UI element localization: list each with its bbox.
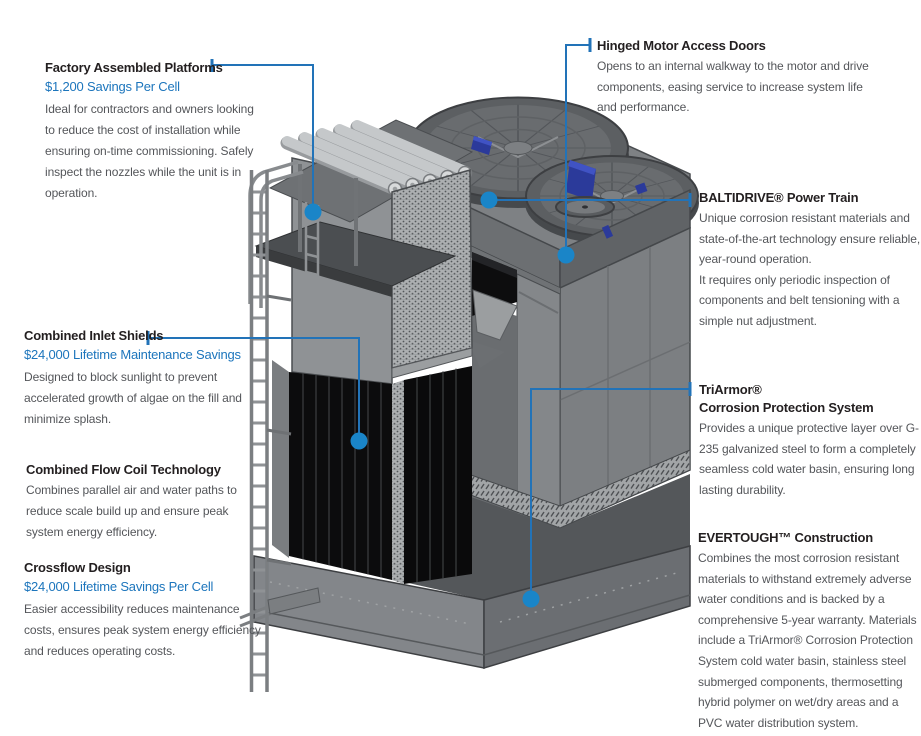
leader-combined-inlet-shields xyxy=(146,331,368,450)
tower-body xyxy=(239,96,699,692)
callout-dot xyxy=(480,191,498,209)
callout-dot xyxy=(522,590,540,608)
callout-savings: $24,000 Lifetime Savings Per Cell xyxy=(24,579,214,594)
fan-motor-icon xyxy=(471,136,492,155)
coil-bundle-icon xyxy=(268,119,474,223)
callout-triarmor-corrosion-protection: TriArmor® Corrosion Protection System Pr… xyxy=(699,381,921,500)
callout-evertough-construction: EVERTOUGH™ Construction Combines the mos… xyxy=(698,529,921,733)
drive-motor-icon xyxy=(555,160,648,218)
callout-body: Combines parallel air and water paths to… xyxy=(26,483,237,539)
fill-media-face xyxy=(391,169,473,379)
left-side-strip xyxy=(272,360,289,558)
basin-base xyxy=(253,545,691,670)
callout-crossflow-design: Crossflow Design $24,000 Lifetime Saving… xyxy=(24,559,266,662)
callout-title-line2: Corrosion Protection System xyxy=(699,400,874,415)
callout-combined-flow-coil-technology: Combined Flow Coil Technology Combines p… xyxy=(26,461,264,543)
callout-title: Combined Inlet Shields xyxy=(24,328,164,343)
callout-title: Factory Assembled Platforms xyxy=(45,60,223,75)
inlet-shield-louvers-icon xyxy=(289,366,472,584)
distribution-box-icon xyxy=(468,252,518,368)
callout-body: Easier accessibility reduces maintenance… xyxy=(24,602,261,658)
basin-floor xyxy=(404,474,690,600)
callout-title: Combined Flow Coil Technology xyxy=(26,462,221,477)
callout-savings: $24,000 Lifetime Maintenance Savings xyxy=(24,347,241,362)
callout-title: Hinged Motor Access Doors xyxy=(597,38,766,53)
callout-factory-assembled-platforms: Factory Assembled Platforms $1,200 Savin… xyxy=(45,59,257,204)
callout-body: Designed to block sunlight to prevent ac… xyxy=(24,370,242,426)
callout-baltidrive-power-train: BALTIDRIVE® Power Train Unique corrosion… xyxy=(699,189,921,332)
callout-title: Crossflow Design xyxy=(24,560,131,575)
leader-factory-assembled-platforms xyxy=(210,59,322,221)
callout-combined-inlet-shields: Combined Inlet Shields $24,000 Lifetime … xyxy=(24,327,262,430)
callout-dot xyxy=(557,246,575,264)
callout-savings: $1,200 Savings Per Cell xyxy=(45,79,180,94)
ladder-icon xyxy=(239,170,321,692)
callout-dot xyxy=(350,432,368,450)
callout-title: EVERTOUGH™ Construction xyxy=(698,530,874,545)
callout-leaders xyxy=(146,38,692,608)
callout-body: Opens to an internal walkway to the moto… xyxy=(597,59,869,115)
callout-title: TriArmor® xyxy=(699,382,762,397)
leader-baltidrive-power-train xyxy=(480,191,692,209)
callout-dot xyxy=(304,203,322,221)
leader-triarmor xyxy=(522,382,692,608)
service-platform-icon xyxy=(248,160,457,308)
callout-body: Ideal for contractors and owners looking… xyxy=(45,102,254,200)
leader-hinged-motor-access-doors xyxy=(557,38,592,264)
callout-body: Unique corrosion resistant materials and… xyxy=(699,211,921,328)
callout-body: Combines the most corrosion resistant ma… xyxy=(698,551,917,730)
callout-title: BALTIDRIVE® Power Train xyxy=(699,190,859,205)
callout-hinged-motor-access-doors: Hinged Motor Access Doors Opens to an in… xyxy=(597,37,879,118)
callout-body: Provides a unique protective layer over … xyxy=(699,421,919,497)
